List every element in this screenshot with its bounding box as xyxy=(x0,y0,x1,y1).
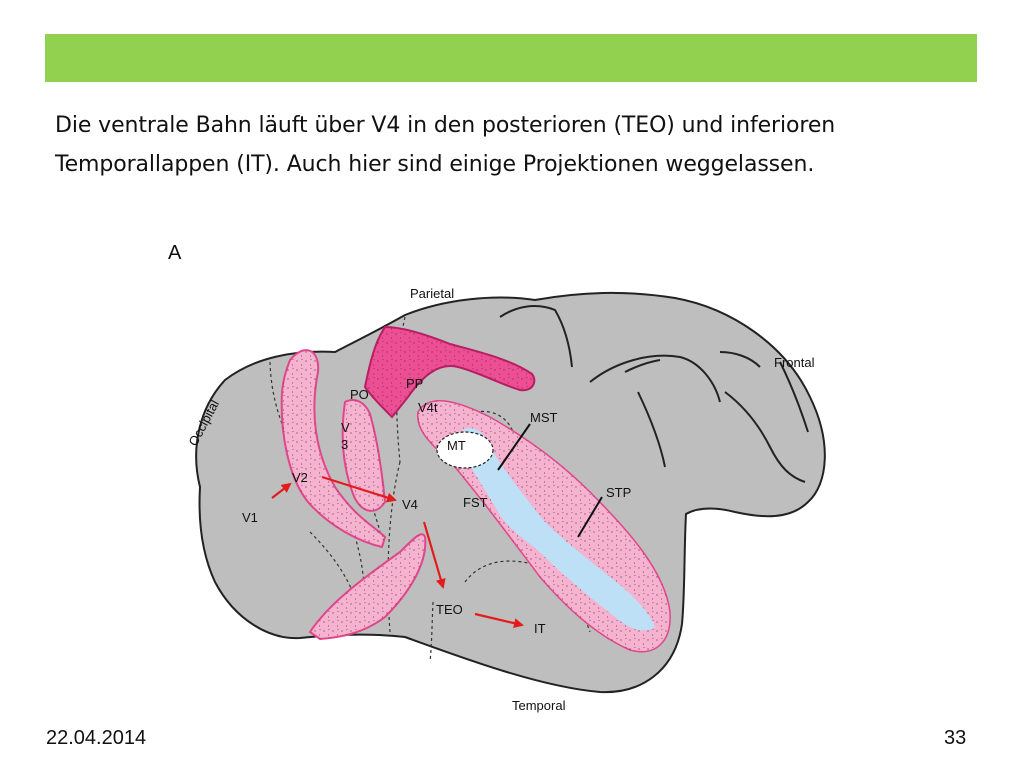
label-stp: STP xyxy=(606,485,631,500)
label-it: IT xyxy=(534,621,546,636)
area-v2-texture xyxy=(281,350,385,547)
slide-body-text: Die ventrale Bahn läuft über V4 in den p… xyxy=(55,106,985,184)
label-teo: TEO xyxy=(436,602,463,617)
page-number: 33 xyxy=(944,727,967,749)
brain-diagram: A Parietal Frontal Occipital Temporal V1… xyxy=(160,232,860,722)
sulcus-sts-blue xyxy=(460,427,655,631)
label-v2: V2 xyxy=(292,470,308,485)
area-mt-oval xyxy=(436,431,494,469)
footer-date: 22.04.2014 xyxy=(46,727,147,749)
label-v1: V1 xyxy=(242,510,258,525)
arrow-v4-to-teo xyxy=(422,521,446,589)
label-pp: PP xyxy=(406,376,423,391)
label-fst: FST xyxy=(463,495,488,510)
label-pointer-lines xyxy=(497,423,603,538)
label-v4: V4 xyxy=(402,497,418,512)
panel-label: A xyxy=(168,242,182,264)
label-v3-3: 3 xyxy=(341,437,348,452)
area-po-texture xyxy=(365,327,535,417)
label-parietal: Parietal xyxy=(410,286,454,301)
area-v3-texture xyxy=(342,400,385,511)
label-po: PO xyxy=(350,387,369,402)
label-frontal: Frontal xyxy=(774,355,815,370)
body-line-1: Die ventrale Bahn läuft über V4 in den p… xyxy=(55,113,836,138)
sulci-lines xyxy=(499,305,809,483)
arrow-teo-to-it xyxy=(474,612,524,629)
label-temporal: Temporal xyxy=(512,698,566,713)
arrow-v1-to-v2 xyxy=(271,482,292,499)
label-v4t: V4t xyxy=(418,400,438,415)
brain-diagram-svg: A Parietal Frontal Occipital Temporal V1… xyxy=(168,242,826,713)
label-v3-v: V xyxy=(341,420,350,435)
arrow-v2-to-v4 xyxy=(321,475,397,503)
area-ventral-strip-texture xyxy=(310,534,426,639)
title-accent-bar xyxy=(45,34,977,82)
projection-arrows xyxy=(271,475,524,629)
body-line-2: Temporallappen (IT). Auch hier sind eini… xyxy=(55,152,815,177)
label-mt: MT xyxy=(447,438,466,453)
label-mst: MST xyxy=(530,410,558,425)
